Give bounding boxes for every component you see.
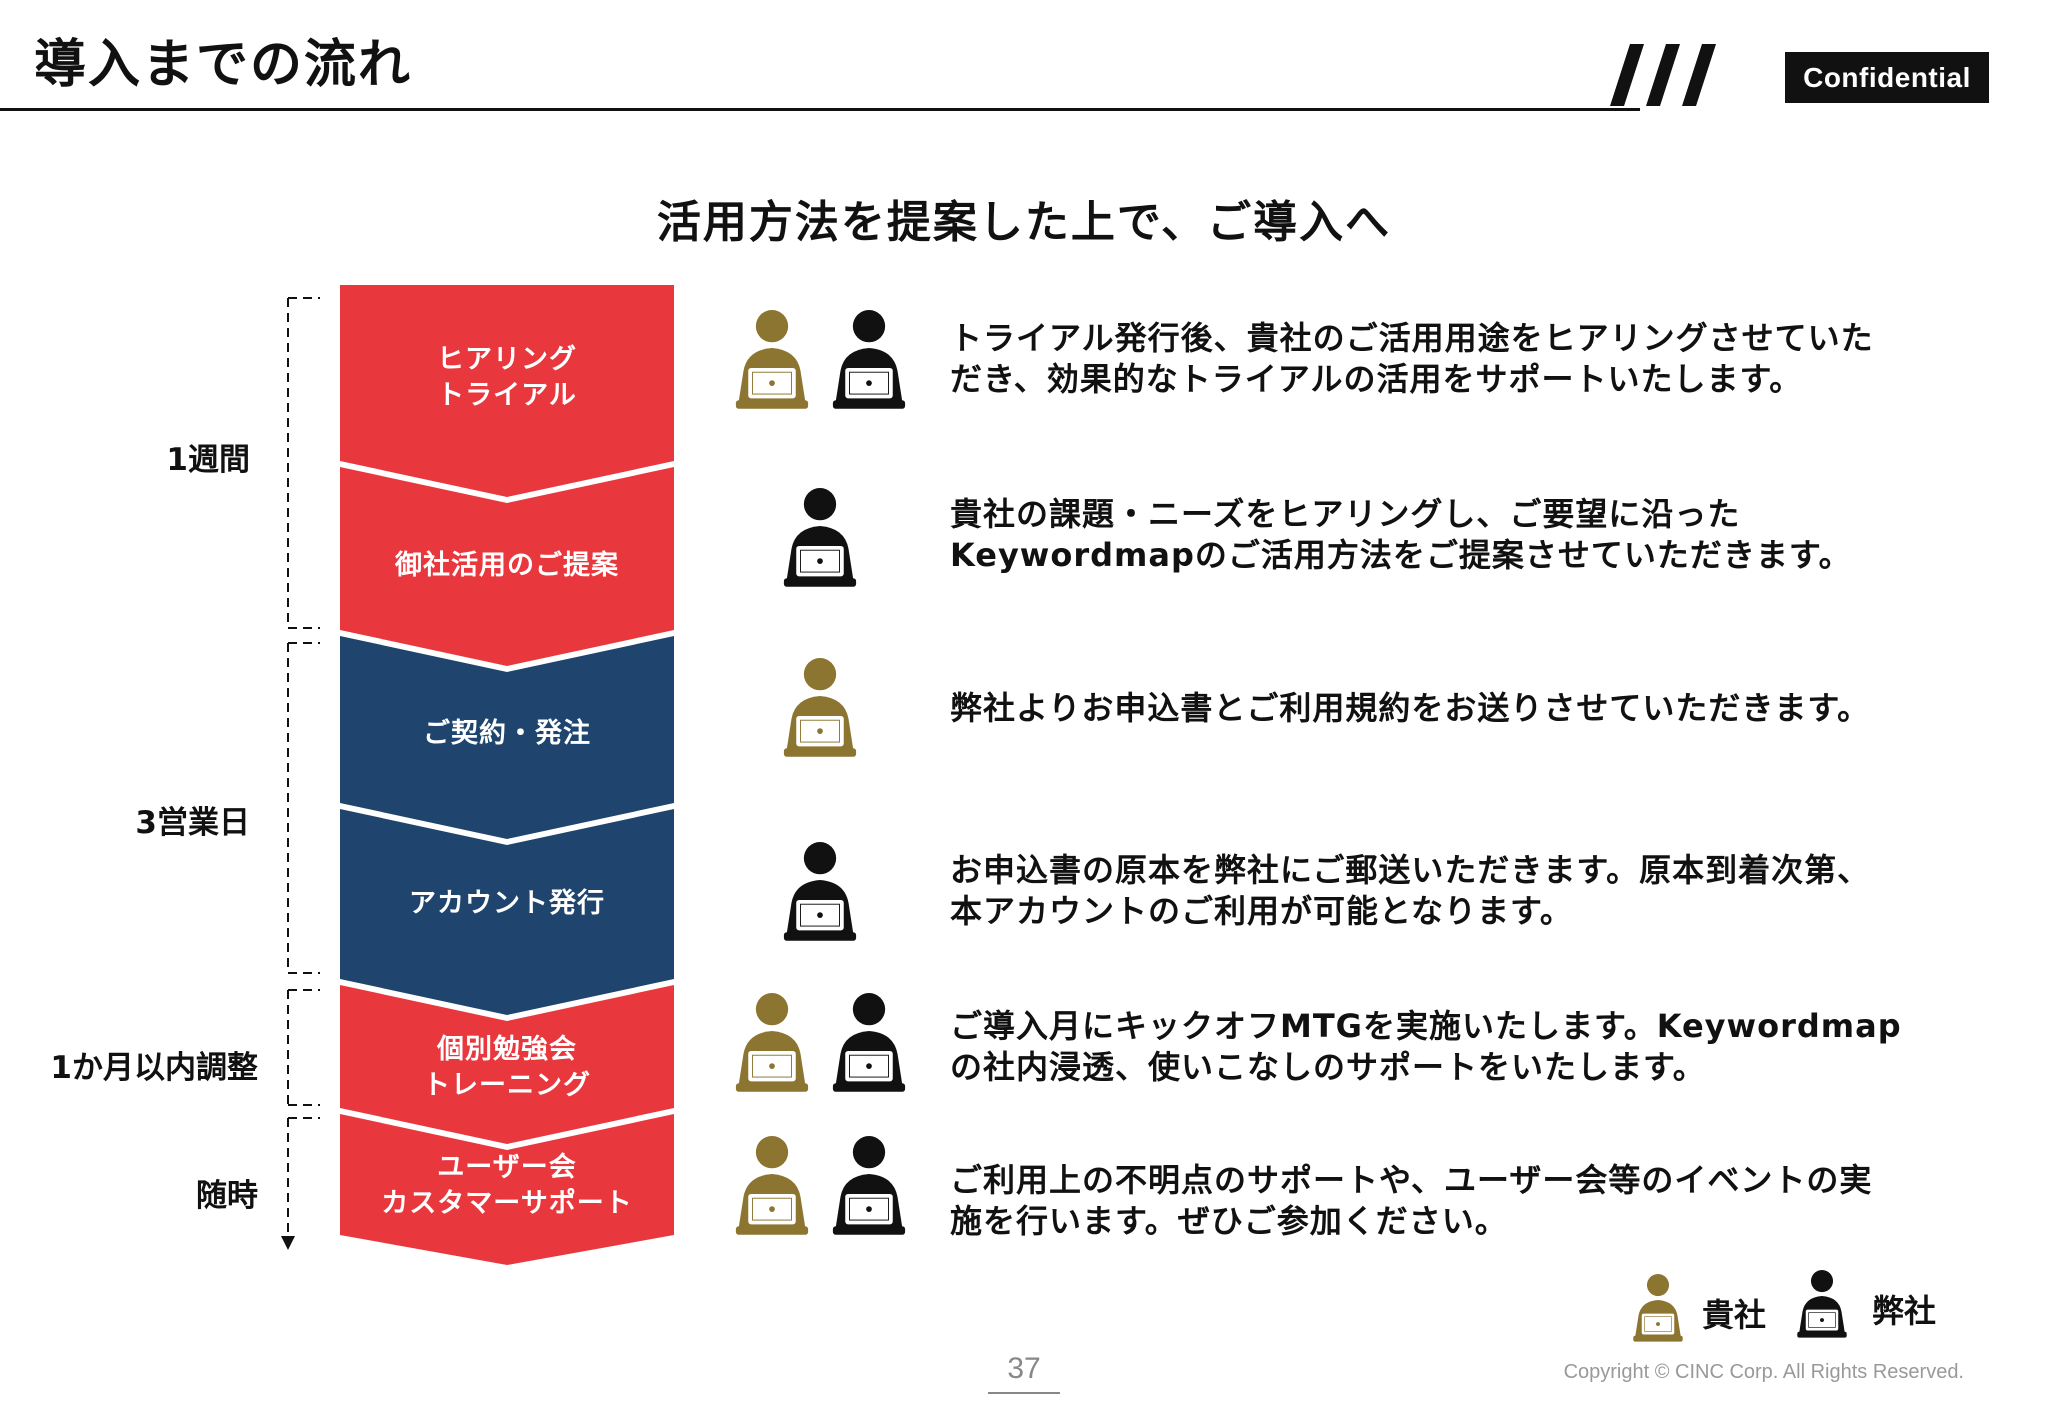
chevron-step (340, 636, 674, 839)
company-person-icon (832, 1136, 906, 1235)
step-label: 個別勉強会 トレーニング (423, 1034, 591, 1101)
step-label: ユーザー会 カスタマーサポート (381, 1152, 633, 1219)
header-divider (0, 108, 1640, 111)
step-description: ご導入月にキックオフMTGを実施いたします。Keywordmap の社内浸透、使… (950, 1007, 1902, 1086)
step-label: アカウント発行 (409, 888, 605, 919)
period-label: 1か月以内調整 (50, 1050, 258, 1086)
period-label: 1週間 (166, 442, 250, 478)
process-chevrons (340, 285, 674, 1265)
chevron-step (340, 285, 674, 497)
page-number-underline (988, 1392, 1060, 1394)
step-description: ご利用上の不明点のサポートや、ユーザー会等のイベントの実 施を行います。ぜひご参… (950, 1161, 1873, 1240)
chevron-step (340, 985, 674, 1144)
step-description: 貴社の課題・ニーズをヒアリングし、ご要望に沿った Keywordmapのご活用方… (950, 495, 1852, 574)
step-label: ヒアリング トライアル (437, 344, 577, 411)
client-person-icon (735, 993, 809, 1092)
page-title: 導入までの流れ (34, 35, 413, 95)
company-person-icon (783, 842, 857, 941)
client-person-icon (735, 1136, 809, 1235)
company-person-icon (832, 310, 906, 409)
company-person-icon (832, 993, 906, 1092)
chevron-step (340, 809, 674, 1015)
slide-subtitle: 活用方法を提案した上で、ご導入へ (656, 197, 1392, 248)
step-description: トライアル発行後、貴社のご活用用途をヒアリングさせていた だき、効果的なトライア… (950, 319, 1874, 398)
legend-client-icon (1633, 1274, 1683, 1342)
legend-company-label: 弊社 (1872, 1292, 1937, 1330)
legend-client-label: 貴社 (1702, 1296, 1767, 1334)
client-person-icon (735, 310, 809, 409)
confidential-badge: Confidential (1785, 52, 1989, 103)
timeline-brackets (281, 297, 320, 1250)
period-label: 随時 (196, 1178, 258, 1214)
legend-company-icon (1797, 1270, 1847, 1338)
slash-logo-icon (1610, 44, 1716, 106)
step-description: 弊社よりお申込書とご利用規約をお送りさせていただきます。 (950, 689, 1871, 727)
chevron-step (340, 1114, 674, 1265)
chevron-step (340, 467, 674, 666)
step-label: ご契約・発注 (423, 718, 591, 749)
page-number: 37 (1007, 1352, 1041, 1385)
step-description: お申込書の原本を弊社にご郵送いただきます。原本到着次第、 本アカウントのご利用が… (950, 851, 1871, 930)
client-person-icon (783, 658, 857, 757)
copyright: Copyright © CINC Corp. All Rights Reserv… (1563, 1361, 1964, 1383)
company-person-icon (783, 488, 857, 587)
step-label: 御社活用のご提案 (395, 550, 619, 581)
period-label: 3営業日 (135, 805, 250, 841)
